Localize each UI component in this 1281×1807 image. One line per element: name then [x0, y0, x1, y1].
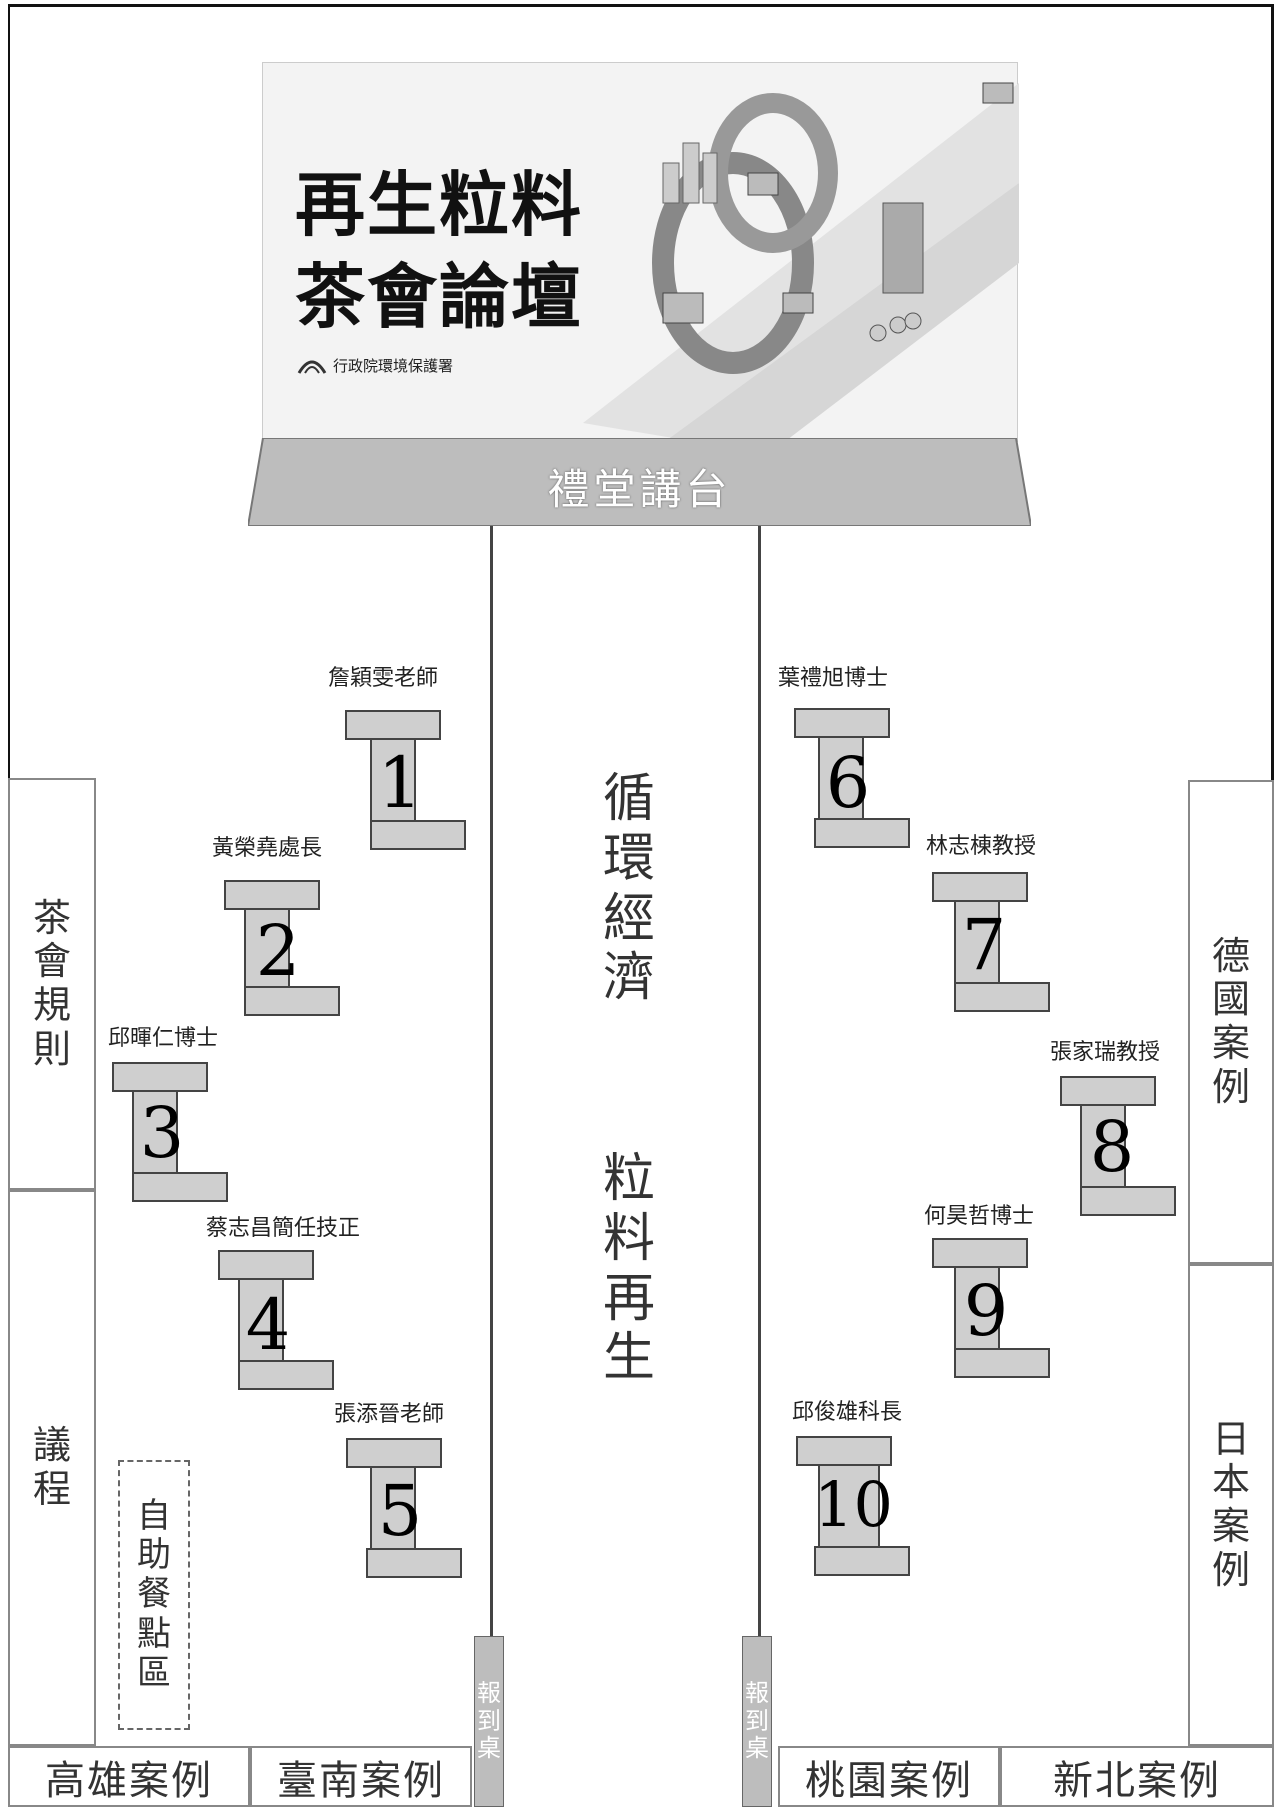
seat-4-bottom — [238, 1360, 334, 1390]
tainan-case-panel: 臺南案例 — [250, 1746, 472, 1807]
right-aisle-line — [758, 526, 761, 1807]
seat-1-bottom — [370, 820, 466, 850]
seat-4-top — [218, 1250, 314, 1280]
stage-label: 禮堂講台 — [547, 465, 732, 514]
seat-3-top — [112, 1062, 208, 1092]
seat-number-6: 6 — [825, 742, 871, 824]
seat-2-body — [244, 908, 290, 988]
seat-number-10: 10 — [814, 1468, 893, 1541]
seat-number-1: 1 — [377, 742, 423, 824]
epa-logo-icon — [297, 353, 327, 375]
taoyuan-case-panel: 桃園案例 — [778, 1746, 1000, 1807]
seat-2-bottom — [244, 986, 340, 1016]
speaker-name-9: 何昊哲博士 — [924, 1204, 1035, 1229]
seat-number-9: 9 — [963, 1270, 1009, 1352]
germany-case-panel: 德國案例 — [1188, 780, 1274, 1264]
seat-number-8: 8 — [1089, 1106, 1135, 1188]
seat-10-bottom — [814, 1546, 910, 1576]
seat-8-bottom — [1080, 1186, 1176, 1216]
tea-party-rules-panel: 茶會規則 — [8, 778, 96, 1190]
speaker-name-10: 邱俊雄科長 — [792, 1400, 903, 1425]
agenda-panel: 議程 — [8, 1190, 96, 1746]
seat-5-body — [370, 1466, 416, 1550]
speaker-name-7: 林志棟教授 — [926, 834, 1037, 859]
seat-8-top — [1060, 1076, 1156, 1106]
seat-1-body — [370, 738, 416, 822]
seat-2-top — [224, 880, 320, 910]
seat-9-body — [954, 1266, 1000, 1350]
circular-road-illustration — [583, 82, 1019, 443]
left-aisle-line — [490, 526, 493, 1807]
seat-1-top — [345, 710, 441, 740]
speaker-name-6: 葉禮旭博士 — [778, 666, 889, 691]
seat-10-top — [796, 1436, 892, 1466]
seat-number-2: 2 — [255, 910, 301, 992]
newtaipei-case-panel: 新北案例 — [1000, 1746, 1274, 1807]
seat-6-body — [818, 736, 864, 820]
check-in-desk-right: 報到桌 — [742, 1636, 772, 1807]
speaker-name-1: 詹穎雯老師 — [328, 666, 439, 691]
seat-7-top — [932, 872, 1028, 902]
seat-3-bottom — [132, 1172, 228, 1202]
seat-number-4: 4 — [245, 1284, 291, 1366]
seat-number-5: 5 — [377, 1470, 423, 1552]
seat-9-top — [932, 1238, 1028, 1268]
seat-8-body — [1080, 1104, 1126, 1188]
check-in-desk-left: 報到桌 — [474, 1636, 504, 1807]
center-slogan-col1: 循環經濟 — [602, 769, 655, 1009]
buffet-area: 自助餐點區 — [118, 1460, 190, 1730]
speaker-name-4: 蔡志昌簡任技正 — [206, 1216, 361, 1241]
speaker-name-5: 張添晉老師 — [334, 1402, 445, 1427]
banner-title-line1: 再生粒料 — [295, 164, 583, 246]
seat-5-bottom — [366, 1548, 462, 1578]
kaohsiung-case-panel: 高雄案例 — [8, 1746, 250, 1807]
speaker-name-3: 邱暉仁博士 — [108, 1026, 219, 1051]
speaker-name-8: 張家瑞教授 — [1050, 1040, 1161, 1065]
speaker-name-2: 黃榮堯處長 — [212, 836, 323, 861]
banner-org: 行政院環境保護署 — [333, 357, 454, 375]
seat-9-bottom — [954, 1348, 1050, 1378]
seat-6-bottom — [814, 818, 910, 848]
seat-6-top — [794, 708, 890, 738]
seat-7-bottom — [954, 982, 1050, 1012]
seat-number-3: 3 — [139, 1092, 185, 1174]
forum-banner: 再生粒料 茶會論壇 行政院環境保護署 — [262, 62, 1019, 443]
seat-5-top — [346, 1438, 442, 1468]
seat-number-7: 7 — [961, 904, 1007, 986]
seat-10-body — [818, 1464, 880, 1548]
banner-title-line2: 茶會論壇 — [295, 256, 583, 338]
japan-case-panel: 日本案例 — [1188, 1264, 1274, 1746]
center-slogan-col2: 粒料再生 — [602, 1149, 655, 1389]
stage-platform: 禮堂講台 — [248, 438, 1031, 526]
